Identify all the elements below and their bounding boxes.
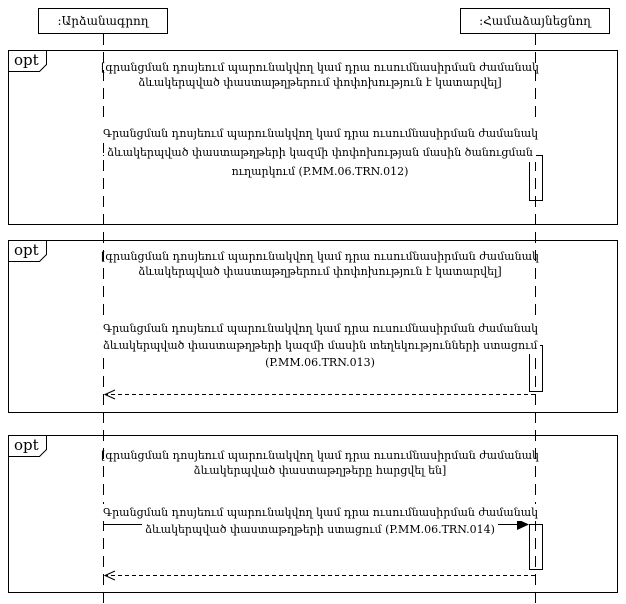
message-3-arrowhead-icon [517, 519, 529, 530]
message-text-line: ձևակերպված փաստաթղթերի կազմի փոփոխության… [100, 143, 540, 162]
guard-condition-2: [գրանցման դոսյեում պարունակվող կամ դրա ո… [100, 249, 540, 279]
actor-name: :Արձանագրող [57, 14, 149, 28]
guard-condition-3: [գրանցման դոսյեում պարունակվող կամ դրա ո… [100, 448, 540, 478]
message-label-2: Գրանցման դոսյեում պարունակվող կամ դրա ու… [100, 320, 542, 371]
message-label-1: Գրանցման դոսյեում պարունակվող կամ դրա ու… [100, 124, 542, 181]
opt-operator-label-2: opt [14, 241, 39, 259]
opt-operator-label-1: opt [14, 51, 39, 69]
actor-name: :Համաձայնեցնող [479, 14, 591, 28]
message-text-line: ուղարկում (P.MM.06.TRN.012) [100, 162, 540, 181]
activation-bar-3 [529, 524, 543, 570]
return-2-arrowhead-icon [103, 389, 116, 400]
opt-fragment-1-pentagon [8, 50, 47, 72]
message-text-line: Գրանցման դոսյեում պարունակվող կամ դրա ու… [100, 320, 542, 337]
guard-text-line: [գրանցման դոսյեում պարունակվող կամ դրա ո… [101, 61, 539, 74]
opt-fragment-1-frame [8, 50, 618, 225]
guard-text-line: ձևակերպված փաստաթղթերում փոփոխություն է … [138, 265, 502, 278]
return-3-arrowhead-icon [103, 570, 116, 581]
message-label-3: Գրանցման դոսյեում պարունակվող կամ դրա ու… [100, 504, 542, 538]
opt-fragment-3-pentagon [8, 435, 47, 457]
guard-text-line: [գրանցման դոսյեում պարունակվող կամ դրա ո… [101, 250, 539, 263]
message-text-line: Գրանցման դոսյեում պարունակվող կամ դրա ու… [100, 504, 542, 521]
lifeline-head-approver: :Համաձայնեցնող [460, 8, 610, 34]
message-text-line: Գրանցման դոսյեում պարունակվող կամ դրա ու… [100, 124, 542, 143]
lifeline-head-recorder: :Արձանագրող [38, 8, 168, 34]
opt-fragment-3-frame [8, 435, 618, 593]
activation-bar-1 [529, 155, 543, 201]
guard-condition-1: [գրանցման դոսյեում պարունակվող կամ դրա ո… [100, 60, 540, 90]
message-text-line: ձևակերպված փաստաթղթերի կազմի մասին տեղեկ… [100, 337, 541, 354]
guard-text-line: ձևակերպված փաստաթղթերը հարցվել են] [193, 464, 447, 477]
opt-operator-label-3: opt [14, 436, 39, 454]
message-text-line: (P.MM.06.TRN.013) [100, 354, 540, 371]
guard-text-line: ձևակերպված փաստաթղթերում փոփոխություն է … [138, 76, 502, 89]
opt-fragment-2-pentagon [8, 240, 47, 262]
message-text-line: ձևակերպված փաստաթղթերի ստացում (P.MM.06.… [100, 521, 540, 538]
guard-text-line: [գրանցման դոսյեում պարունակվող կամ դրա ո… [101, 449, 539, 462]
opt-fragment-2-frame [8, 240, 618, 413]
